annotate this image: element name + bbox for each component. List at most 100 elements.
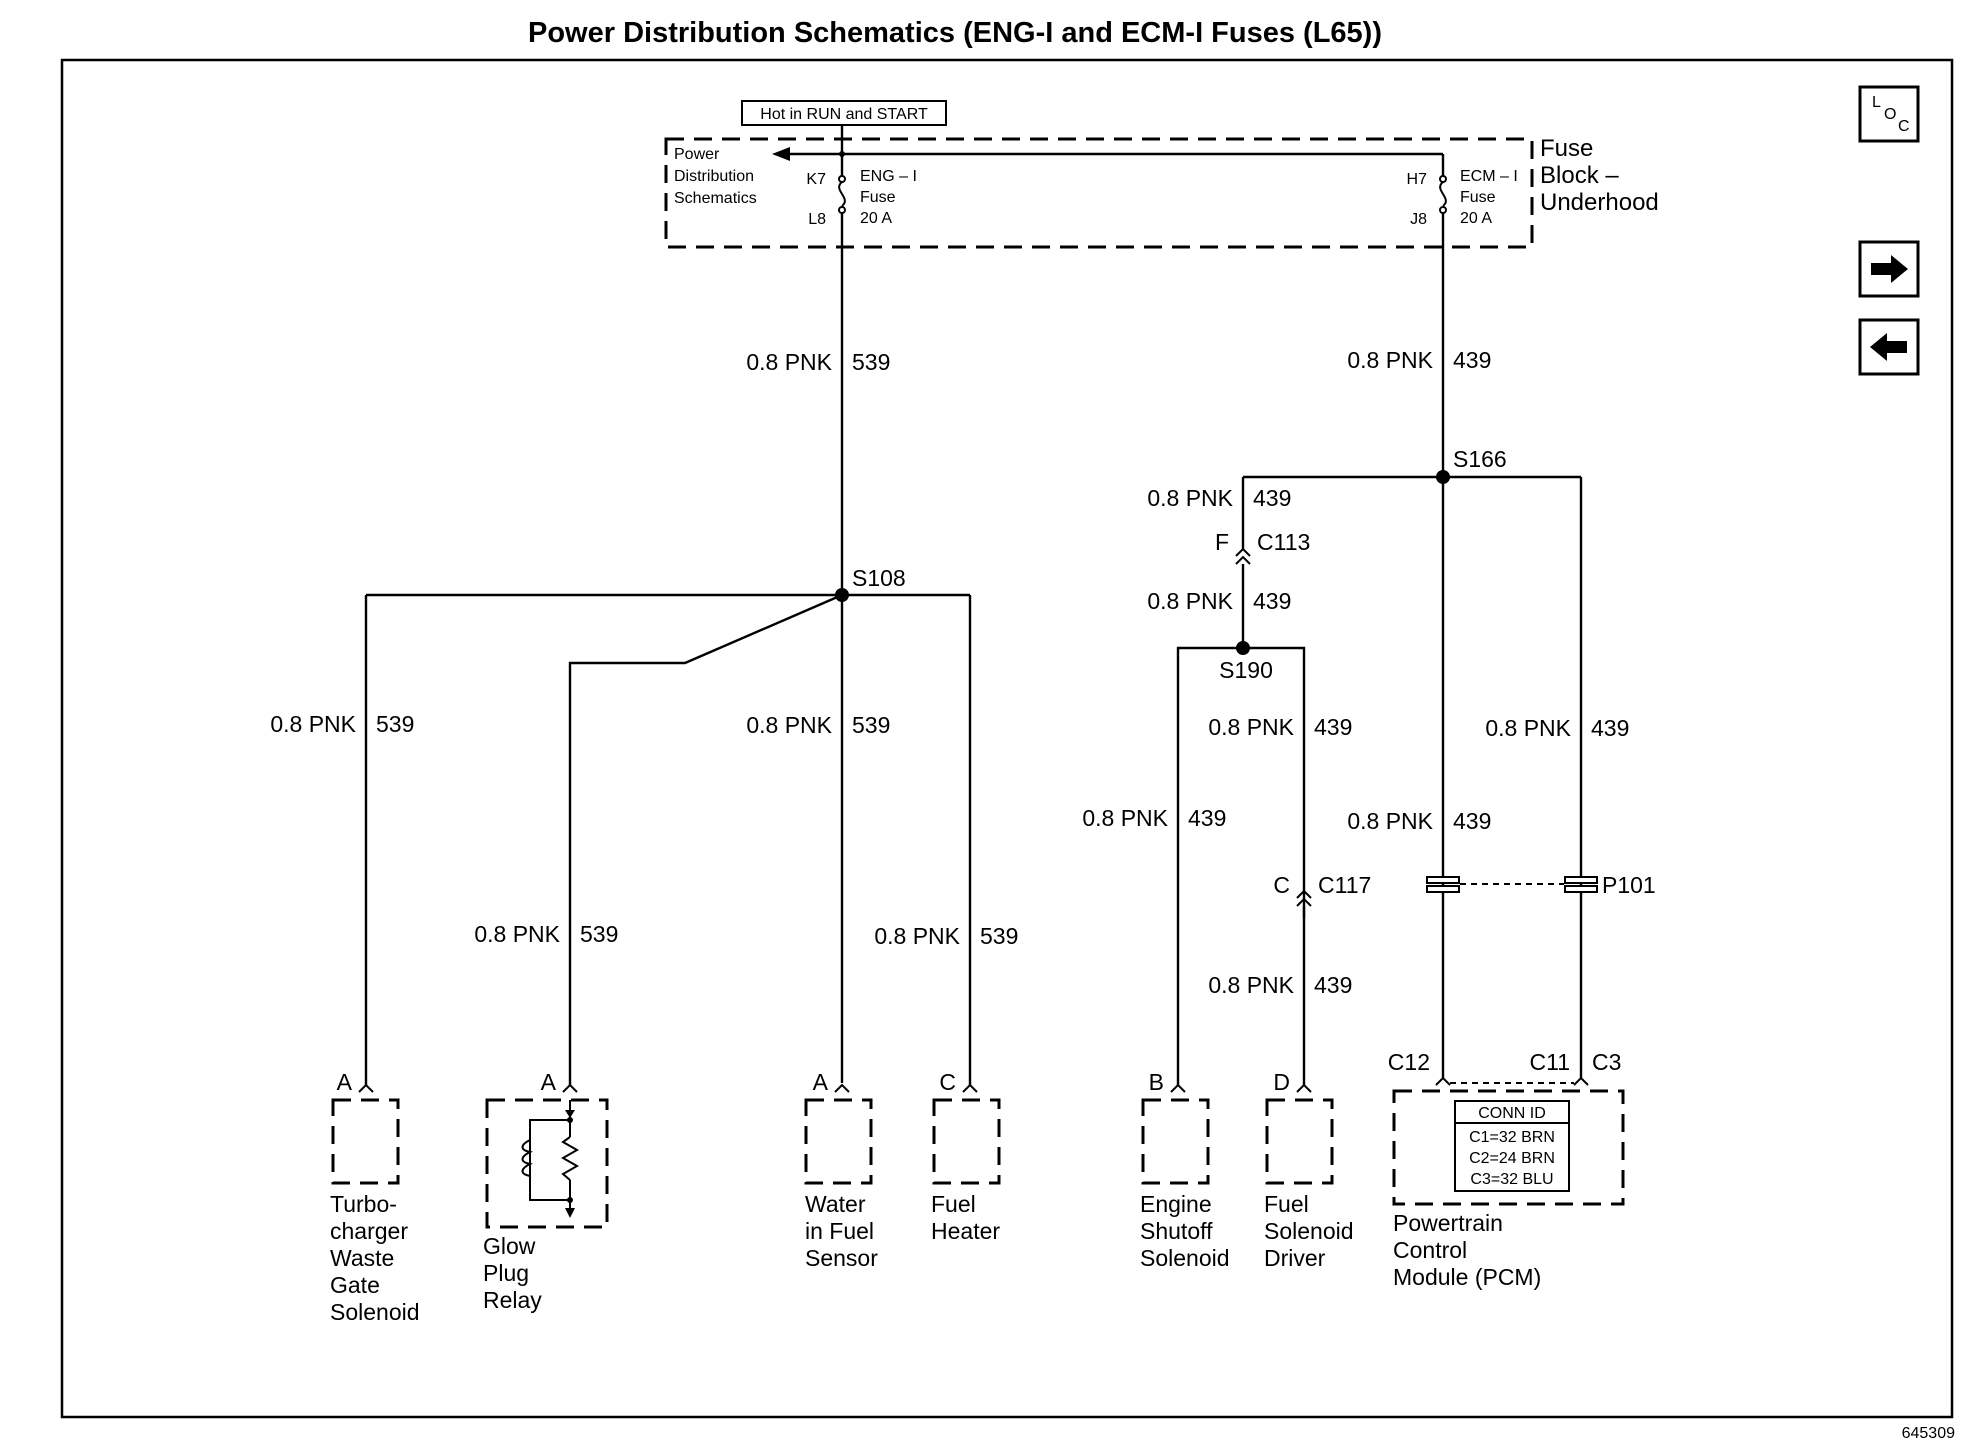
figure-number: 645309 (1902, 1425, 1955, 1442)
svg-text:0.8 PNK: 0.8 PNK (1208, 714, 1294, 740)
eng-i-fuse: K7 L8 ENG – I Fuse 20 A (806, 154, 917, 228)
svg-text:Underhood: Underhood (1540, 189, 1659, 216)
svg-text:0.8 PNK: 0.8 PNK (270, 711, 356, 737)
svg-text:Module (PCM): Module (PCM) (1393, 1264, 1541, 1290)
svg-text:Fuse: Fuse (1460, 189, 1496, 206)
svg-text:CONN ID: CONN ID (1478, 1105, 1546, 1122)
svg-text:C: C (939, 1069, 956, 1095)
svg-text:Block –: Block – (1540, 162, 1619, 189)
svg-text:C1=32 BRN: C1=32 BRN (1469, 1129, 1555, 1146)
svg-text:0.8 PNK: 0.8 PNK (874, 923, 960, 949)
connector-c117: C C117 (1273, 872, 1371, 907)
svg-text:ENG – I: ENG – I (860, 168, 917, 185)
hot-label-box (741, 100, 947, 126)
svg-text:Driver: Driver (1264, 1245, 1326, 1271)
svg-text:0.8 PNK: 0.8 PNK (746, 712, 832, 738)
svg-text:Sensor: Sensor (805, 1245, 878, 1271)
svg-text:439: 439 (1314, 972, 1352, 998)
ecm-i-fuse: H7 J8 ECM – I Fuse 20 A (1407, 154, 1518, 228)
conn-id-table (1454, 1100, 1570, 1192)
svg-text:A: A (337, 1069, 353, 1095)
svg-text:539: 539 (852, 712, 890, 738)
connector-p101: P101 (1426, 872, 1656, 898)
svg-text:J8: J8 (1410, 211, 1427, 228)
svg-text:C12: C12 (1388, 1049, 1430, 1075)
svg-text:Fuse: Fuse (860, 189, 896, 206)
fuse-block-name: Fuse Block – Underhood (1540, 135, 1659, 216)
svg-text:0.8 PNK: 0.8 PNK (1347, 808, 1433, 834)
component-engine-shutoff-solenoid: B Engine Shutoff Solenoid (1140, 1069, 1230, 1271)
component-fuel-heater: C Fuel Heater (931, 1069, 1001, 1244)
svg-text:0.8 PNK: 0.8 PNK (1208, 972, 1294, 998)
svg-text:C3=32 BLU: C3=32 BLU (1470, 1171, 1553, 1188)
svg-text:539: 539 (852, 349, 890, 375)
svg-text:Glow: Glow (483, 1233, 536, 1259)
svg-text:Gate: Gate (330, 1272, 380, 1298)
component-pcm: C12 C11 C3 CONN ID C1=32 BRN C2=24 BRN C… (1388, 1049, 1625, 1290)
svg-text:Fuse: Fuse (1540, 135, 1593, 162)
arrow-left-icon (1870, 333, 1907, 361)
svg-text:Relay: Relay (483, 1287, 542, 1313)
svg-text:Plug: Plug (483, 1260, 529, 1286)
svg-text:439: 439 (1253, 485, 1291, 511)
svg-text:D: D (1273, 1069, 1290, 1095)
hot-label: Hot in RUN and START (760, 106, 928, 123)
svg-text:0.8 PNK: 0.8 PNK (1485, 715, 1571, 741)
svg-text:539: 539 (980, 923, 1018, 949)
svg-text:Control: Control (1393, 1237, 1467, 1263)
svg-text:A: A (541, 1069, 557, 1095)
svg-text:C: C (1898, 118, 1910, 135)
fuse-block-ref-text: Power Distribution Schematics (674, 146, 757, 207)
svg-text:C117: C117 (1318, 872, 1371, 898)
svg-text:Fuel: Fuel (931, 1191, 976, 1217)
svg-text:C11: C11 (1530, 1049, 1571, 1075)
svg-text:C3: C3 (1592, 1049, 1621, 1075)
svg-text:539: 539 (376, 711, 414, 737)
page-title: Power Distribution Schematics (ENG-I and… (528, 17, 1382, 49)
svg-text:0.8 PNK: 0.8 PNK (1082, 805, 1168, 831)
svg-text:Distribution: Distribution (674, 168, 754, 185)
svg-text:Waste: Waste (330, 1245, 394, 1271)
svg-text:L8: L8 (808, 211, 826, 228)
svg-text:0.8 PNK: 0.8 PNK (746, 349, 832, 375)
svg-text:P101: P101 (1602, 872, 1656, 898)
svg-text:0.8 PNK: 0.8 PNK (1347, 347, 1433, 373)
svg-text:439: 439 (1253, 588, 1291, 614)
svg-text:Turbo-: Turbo- (330, 1191, 397, 1217)
location-button[interactable]: L O C (1858, 85, 1920, 143)
svg-text:439: 439 (1314, 714, 1352, 740)
svg-text:Solenoid: Solenoid (1140, 1245, 1230, 1271)
component-water-in-fuel-sensor: A Water in Fuel Sensor (804, 1069, 878, 1271)
next-page-button[interactable] (1858, 240, 1920, 298)
svg-text:H7: H7 (1407, 171, 1428, 188)
svg-text:0.8 PNK: 0.8 PNK (1147, 588, 1233, 614)
svg-text:Solenoid: Solenoid (1264, 1218, 1354, 1244)
svg-text:Fuel: Fuel (1264, 1191, 1309, 1217)
previous-page-button[interactable] (1858, 318, 1920, 376)
svg-text:B: B (1149, 1069, 1164, 1095)
diagram-frame (60, 58, 1954, 1419)
svg-text:20 A: 20 A (860, 210, 892, 227)
svg-text:Schematics: Schematics (674, 190, 757, 207)
svg-text:C113: C113 (1257, 529, 1310, 555)
svg-text:Heater: Heater (931, 1218, 1000, 1244)
arrow-right-icon (1871, 255, 1908, 283)
svg-text:in Fuel: in Fuel (805, 1218, 874, 1244)
svg-text:O: O (1884, 106, 1896, 123)
svg-text:Power: Power (674, 146, 720, 163)
component-glow-plug-relay: A Glow Plug Relay (483, 1069, 609, 1313)
svg-text:C2=24 BRN: C2=24 BRN (1469, 1150, 1555, 1167)
connector-c113: F C113 (1215, 529, 1310, 565)
svg-text:S190: S190 (1219, 657, 1273, 683)
svg-text:S166: S166 (1453, 446, 1507, 472)
wire-s190-bus (1176, 646, 1306, 1085)
svg-text:Solenoid: Solenoid (330, 1299, 420, 1325)
svg-text:Engine: Engine (1140, 1191, 1212, 1217)
svg-text:0.8 PNK: 0.8 PNK (474, 921, 560, 947)
svg-text:Water: Water (805, 1191, 866, 1217)
component-fuel-solenoid-driver: D Fuel Solenoid Driver (1264, 1069, 1354, 1271)
svg-text:20 A: 20 A (1460, 210, 1492, 227)
svg-text:K7: K7 (806, 171, 826, 188)
component-turbo-solenoid: A Turbo- charger Waste Gate Solenoid (330, 1069, 420, 1325)
svg-text:439: 439 (1591, 715, 1629, 741)
